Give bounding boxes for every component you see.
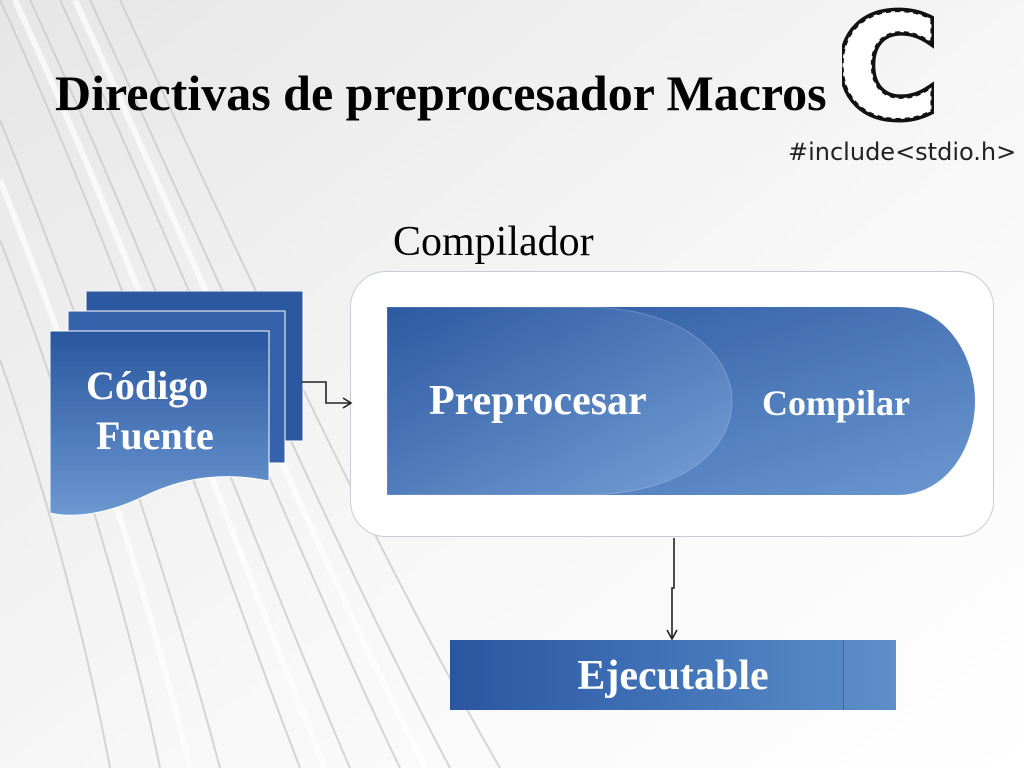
compiler-label: Compilador: [393, 219, 594, 265]
include-directive-text: #include<stdio.h>: [788, 138, 1017, 166]
preprocess-label: Preprocesar: [429, 378, 647, 424]
executable-label: Ejecutable: [577, 653, 769, 699]
compiler-to-executable-arrow: [666, 538, 678, 641]
compile-label: Compilar: [762, 383, 910, 423]
source-code-line2: Fuente: [96, 413, 214, 458]
logo-letter-stitch: C: [842, 4, 934, 130]
executable-box: Ejecutable: [450, 640, 896, 710]
process-shape-graphic: [387, 307, 975, 495]
slide-title: Directivas de preprocesador Macros: [55, 65, 827, 121]
compile-process-shape: Preprocesar Compilar: [387, 307, 975, 495]
source-code-line1: Código: [86, 363, 209, 408]
source-code-label: Código Fuente: [86, 361, 286, 461]
source-to-compiler-arrow: [302, 381, 353, 409]
logo-letter: C: [842, 4, 934, 130]
c-language-logo-icon: C C: [842, 4, 934, 130]
source-code-document: Código Fuente: [50, 291, 305, 523]
document-stack-icon: [50, 291, 304, 516]
